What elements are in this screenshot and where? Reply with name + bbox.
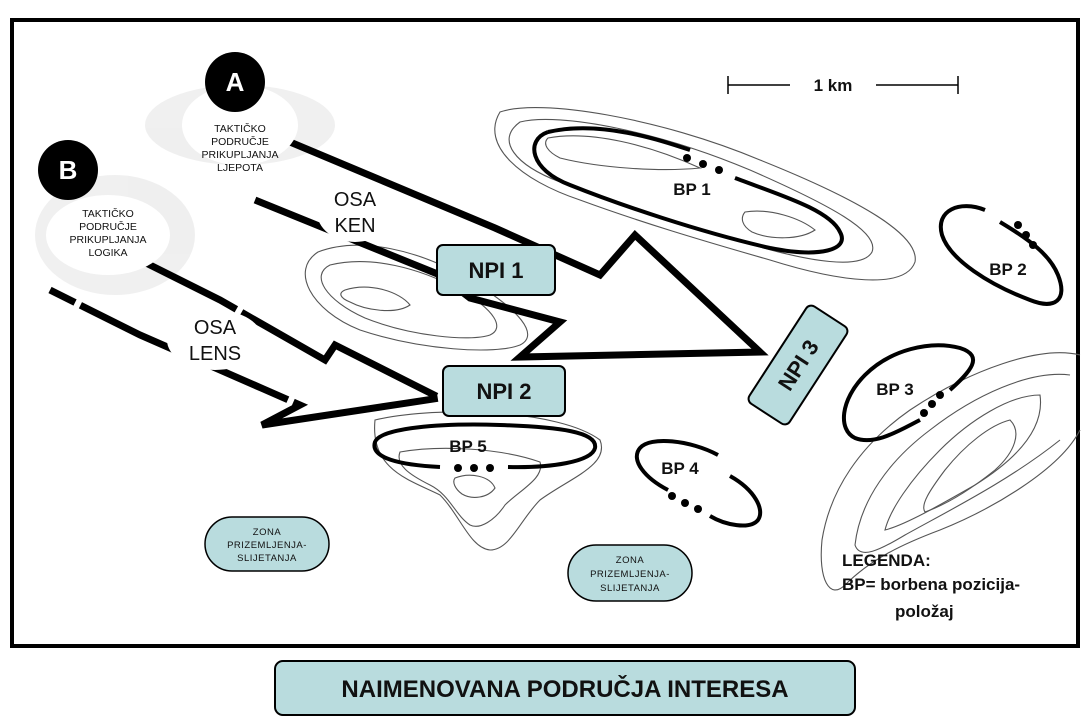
landing-zone-1-line-2: PRIZEMLJENJA- (227, 540, 307, 551)
area-a-line-1: TAKTIČKO (214, 122, 266, 135)
area-b-badge (38, 140, 98, 200)
legend-line-1: BP= borbena pozicija- (842, 575, 1020, 594)
bp5-outline (372, 422, 598, 470)
scale-bar (727, 76, 959, 94)
landing-zone-2-line-2: PRIZEMLJENJA- (590, 569, 670, 580)
bp1-label: BP 1 (673, 180, 711, 199)
bp4-outline (634, 438, 763, 528)
npi-2: NPI 2 (442, 365, 566, 417)
area-b-badge-label: B (59, 155, 78, 185)
area-a-badge-label: A (226, 67, 245, 97)
scale-bar-label: 1 km (814, 76, 853, 95)
area-b-line-1: TAKTIČKO (82, 207, 134, 220)
area-b-line-2: PODRUČJE (79, 220, 137, 233)
label-masks (46, 85, 393, 370)
legend-line-2: položaj (895, 602, 954, 621)
landing-zone-2: ZONA PRIZEMLJENJA- SLIJETANJA (567, 544, 693, 602)
axis-lens-label-1: OSA (194, 317, 237, 339)
area-a: A TAKTIČKO PODRUČJE PRIKUPLJANJA LJEPOTA (201, 52, 279, 174)
npi-3: NPI 3 (747, 304, 849, 426)
area-a-line-2: PODRUČJE (211, 135, 269, 148)
area-a-line-3: PRIKUPLJANJA (201, 149, 278, 161)
area-b-line-3: PRIKUPLJANJA (69, 234, 146, 246)
area-b-line-4: LOGIKA (88, 247, 127, 259)
landing-zone-1: ZONA PRIZEMLJENJA- SLIJETANJA (204, 516, 330, 572)
bp2-label: BP 2 (989, 260, 1027, 279)
bp4-label: BP 4 (661, 459, 699, 478)
bp1-outline (532, 126, 844, 255)
bp3-outline (841, 343, 975, 443)
npi-2-label: NPI 2 (476, 379, 531, 404)
area-a-badge (205, 52, 265, 112)
bp2-outline (938, 204, 1064, 306)
landing-zone-1-box (204, 516, 330, 572)
area-a-line-4: LJEPOTA (217, 162, 263, 174)
battle-positions (372, 126, 1064, 528)
npi-1-box (436, 244, 556, 296)
axis-ken-label-2: KEN (334, 215, 375, 237)
landing-zone-2-line-3: SLIJETANJA (600, 583, 660, 594)
landing-zone-1-line-3: SLIJETANJA (237, 553, 297, 564)
bp5-label: BP 5 (449, 437, 487, 456)
npi-3-box (747, 304, 849, 426)
npi-2-box (442, 365, 566, 417)
bp-dots (454, 154, 1037, 513)
axis-ken-label-1: OSA (334, 189, 377, 211)
landing-zone-2-box (567, 544, 693, 602)
caption-box (274, 660, 856, 716)
bp3-label: BP 3 (876, 380, 914, 399)
legend: LEGENDA: BP= borbena pozicija- položaj (842, 551, 1020, 621)
landing-zone-2-line-1: ZONA (616, 555, 645, 566)
landing-zone-1-line-1: ZONA (253, 527, 282, 538)
caption: NAIMENOVANA PODRUČJA INTERESA (274, 660, 856, 716)
npi-1: NPI 1 (436, 244, 556, 296)
npi-1-label: NPI 1 (468, 258, 523, 283)
legend-title: LEGENDA: (842, 551, 931, 570)
terrain-contours (304, 107, 1081, 591)
caption-text: NAIMENOVANA PODRUČJA INTERESA (341, 675, 788, 703)
area-b: B TAKTIČKO PODRUČJE PRIKUPLJANJA LOGIKA (38, 140, 147, 259)
axis-lens-label-2: LENS (189, 343, 241, 365)
